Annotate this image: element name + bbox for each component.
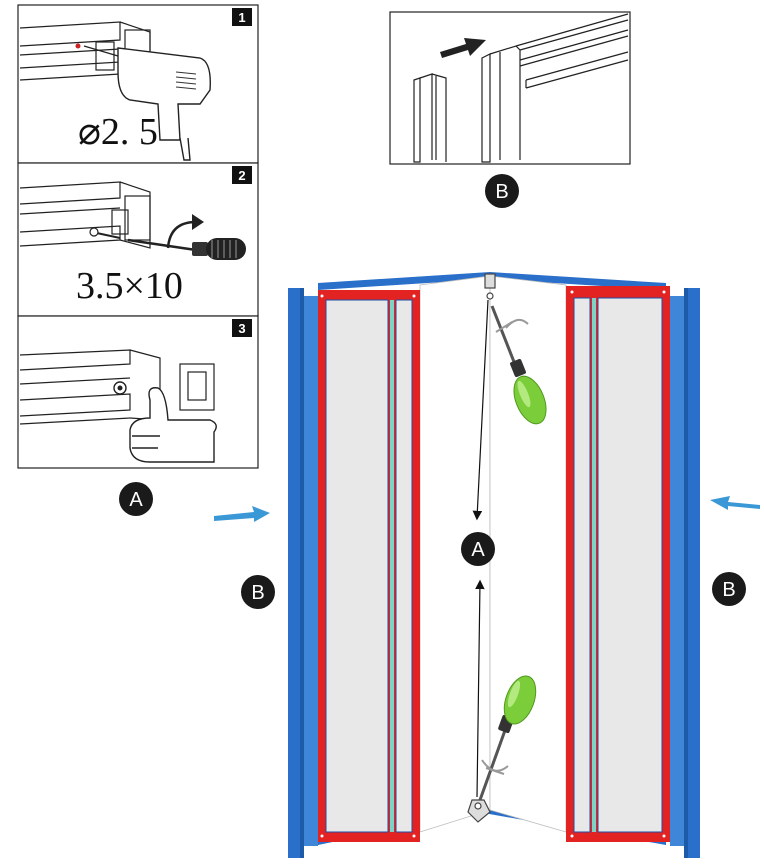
rotation-arrowhead [192, 214, 204, 230]
screwdriver-icon [490, 305, 547, 425]
drill-hole [75, 43, 81, 49]
screwdriver-icon [127, 238, 246, 260]
callout-letter: A [471, 539, 485, 561]
step-number: 2 [238, 168, 245, 183]
arrow-icon [440, 38, 486, 58]
corner-bracket-top [484, 273, 496, 300]
wall-profile-right [670, 288, 700, 858]
wall-profile-left [288, 288, 318, 858]
detail-b-panel [389, 11, 631, 165]
callout-a-center: A [461, 532, 495, 566]
callout-b-top: B [485, 174, 519, 208]
leader-line-top [472, 299, 489, 521]
profile-rail [19, 181, 151, 249]
drill-diameter-label: ⌀2. 5 [78, 111, 158, 153]
door-panel-right [566, 286, 670, 842]
callout-letter: A [129, 489, 143, 511]
callout-letter: B [251, 582, 264, 604]
callout-b-left: B [241, 575, 275, 609]
screwdriver-icon [478, 675, 537, 801]
profile-rail [19, 349, 215, 425]
screw-size-label: 3.5×10 [76, 265, 183, 307]
step-number: 3 [238, 321, 245, 336]
callout-letter: B [495, 181, 508, 203]
corner-bracket-bottom [467, 799, 491, 823]
leader-line-bottom [475, 579, 485, 798]
step-panel-3: 3 [17, 315, 259, 469]
thumb-press-icon [129, 387, 217, 463]
rotation-arrow [166, 220, 197, 249]
step-panel-1: 1 ⌀2. 5 [17, 4, 259, 164]
arrow-icon [214, 506, 270, 522]
step-panel-2: 2 3.5×10 [17, 162, 259, 317]
step-number: 1 [238, 10, 245, 25]
screw [89, 227, 121, 239]
callout-letter: B [722, 579, 735, 601]
arrow-icon [710, 496, 760, 510]
callout-b-right: B [712, 572, 746, 606]
drill-icon [83, 45, 211, 161]
door-panel-left [318, 290, 420, 842]
callout-a-steps: A [119, 482, 153, 516]
